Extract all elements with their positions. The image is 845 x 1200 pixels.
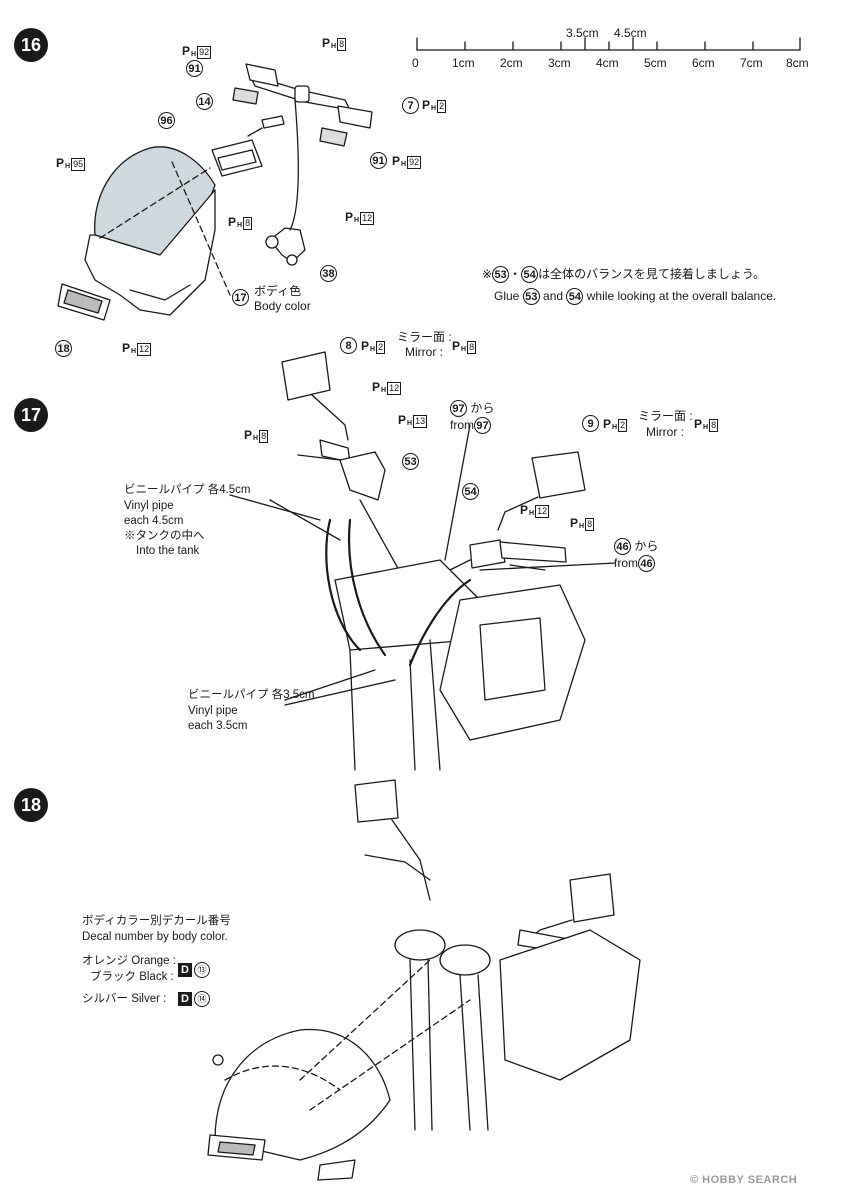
- step17-drawing: [229, 351, 616, 771]
- part-9: 9: [582, 415, 599, 432]
- body-color-en: Body color: [254, 299, 311, 313]
- ruler-tick-5: 5cm: [644, 56, 667, 70]
- part-91-a: 91: [186, 60, 203, 77]
- tank-note-jp: ※タンクの中へ: [124, 530, 205, 542]
- part-38: 38: [320, 265, 337, 282]
- ruler-tick-2: 2cm: [500, 56, 523, 70]
- part-53: 53: [402, 453, 419, 470]
- vinyl-35-each: each 3.5cm: [188, 720, 248, 732]
- step16-drawing: [57, 63, 373, 321]
- ruler-graphic: [416, 37, 801, 51]
- mirror-en-2: Mirror :: [646, 425, 684, 439]
- step-18-badge: 18: [14, 788, 48, 822]
- tank-note-en: Into the tank: [136, 545, 200, 557]
- body-color-jp: ボディ色: [254, 284, 302, 298]
- decal-black-label: ブラック Black :: [90, 971, 174, 983]
- part-7: 7: [402, 97, 419, 114]
- ruler-tick-6: 6cm: [692, 56, 715, 70]
- decal-heading-jp: ボディカラー別デカール番号: [82, 915, 231, 927]
- step-16-badge: 16: [14, 28, 48, 62]
- part-18: 18: [55, 340, 72, 357]
- decal-orange-label: オレンジ Orange :: [82, 955, 176, 967]
- ruler-tick-8: 8cm: [786, 56, 809, 70]
- ruler-tick-1: 1cm: [452, 56, 475, 70]
- part-8: 8: [340, 337, 357, 354]
- decal-silver-label: シルバー Silver :: [82, 993, 167, 1005]
- step-17-badge: 17: [14, 398, 48, 432]
- vinyl-45-each: each 4.5cm: [124, 515, 184, 527]
- vinyl-35-en: Vinyl pipe: [188, 705, 238, 717]
- watermark: © HOBBY SEARCH: [690, 1174, 798, 1186]
- ruler-tick-0: 0: [412, 56, 419, 70]
- from-97-jp: 97 から: [450, 400, 494, 417]
- vinyl-45-en: Vinyl pipe: [124, 500, 174, 512]
- part-17: 17: [232, 289, 249, 306]
- part-54: 54: [462, 483, 479, 500]
- ruler-label-35: 3.5cm: [566, 26, 599, 40]
- step18-drawing: [207, 779, 641, 1181]
- mirror-en: Mirror :: [405, 345, 443, 359]
- decal-heading-en: Decal number by body color.: [82, 931, 228, 943]
- mirror-face-jp-2: ミラー面 :: [638, 409, 693, 423]
- ruler-tick-7: 7cm: [740, 56, 763, 70]
- balance-note-en: Glue 53 and 54 while looking at the over…: [494, 288, 777, 305]
- part-91-b: 91: [370, 152, 387, 169]
- vinyl-35-jp: ビニールパイプ 各3.5cm: [188, 689, 315, 701]
- ruler-tick-4: 4cm: [596, 56, 619, 70]
- ruler-tick-3: 3cm: [548, 56, 571, 70]
- ruler-label-45: 4.5cm: [614, 26, 647, 40]
- from-46-jp: 46 から: [614, 538, 658, 555]
- part-14: 14: [196, 93, 213, 110]
- part-96: 96: [158, 112, 175, 129]
- mirror-face-jp: ミラー面 :: [397, 330, 452, 344]
- vinyl-45-jp: ビニールパイプ 各4.5cm: [124, 484, 251, 496]
